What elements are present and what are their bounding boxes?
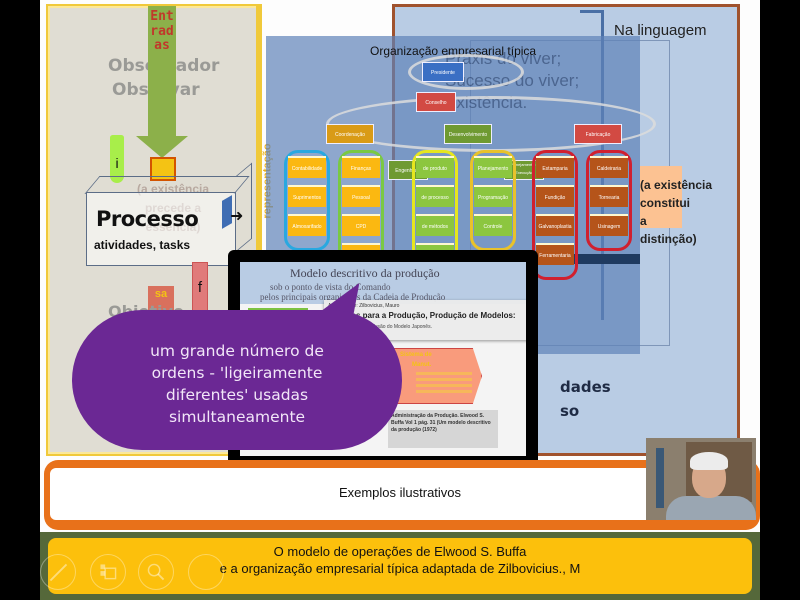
- org-column-box: Suprimentos: [288, 185, 326, 207]
- bubble-line: um grande número de: [150, 342, 324, 360]
- sticky-note: [640, 166, 682, 228]
- org-column-ring: [284, 150, 330, 251]
- org-column-box: Ferramentaria: [536, 243, 574, 265]
- citation-subtitle: Gênese, Lógica e Difusão do Modelo Japon…: [328, 324, 432, 330]
- buffa-arrow-lines: [416, 372, 472, 396]
- note-line: (a existência: [640, 178, 713, 192]
- pen-icon: [49, 563, 68, 582]
- text-line: [416, 372, 472, 375]
- org-column-ring: [586, 150, 632, 251]
- text-line: [416, 390, 472, 393]
- note-line: distinção): [640, 232, 697, 246]
- buffa-model-arrow: [390, 348, 482, 404]
- speech-bubble: [72, 310, 402, 450]
- org-column-box: Controle: [474, 214, 512, 236]
- buffa-arrow-title: Sistema de: [400, 352, 432, 358]
- embedded-ghost-title: Modelo descritivo da produção: [290, 266, 440, 280]
- feedback-tag-f: f: [192, 262, 208, 314]
- org-box-presidente: Presidente: [422, 62, 464, 82]
- presenter-webcam: [646, 438, 756, 520]
- org-column-box: Planejamento: [474, 156, 512, 178]
- org-column-box: de produto: [416, 156, 454, 178]
- entradas-arrow: [148, 6, 176, 138]
- ellipsis-icon: [189, 555, 223, 589]
- org-box-conselho: Conselho: [416, 92, 456, 112]
- org-box-desenvolvimento: Desenvolvimento: [444, 124, 492, 144]
- presidente-ellipse: [408, 54, 524, 90]
- examples-banner-inner: [50, 468, 750, 520]
- footer-title-line2: e a organização empresarial típica adapt…: [219, 561, 581, 576]
- process-title: Processo: [96, 207, 199, 231]
- org-column-box: Finanças: [342, 156, 380, 178]
- representation-strip: [256, 4, 260, 456]
- org-column-box: Caldeiraria: [590, 156, 628, 178]
- grid-icon: [100, 564, 117, 580]
- input-tag-i: i: [110, 135, 124, 183]
- entradas-arrow-head: [136, 136, 188, 158]
- org-column-box: Usinagem: [590, 214, 628, 236]
- embedded-header-bar: [240, 262, 526, 304]
- note-line: constitui: [640, 196, 690, 210]
- slides-overview-button[interactable]: [90, 554, 126, 590]
- org-column-box: Almoxarifado: [288, 214, 326, 236]
- sticky-note-text: (a existência constitui a distinção): [640, 176, 712, 248]
- footer-title-line1: O modelo de operações de Elwood S. Buffa: [273, 544, 527, 559]
- org-column-ring: [470, 150, 516, 251]
- webcam-presenter-hair: [690, 452, 728, 470]
- org-column-ring: [532, 150, 578, 280]
- citation-adapted: Adaptado de: Zilbovicius, Mauro: [328, 303, 400, 309]
- embedded-ghost-sub2: pelos principais organismos da Cadeia de…: [260, 292, 446, 302]
- org-column-box: CPD: [342, 214, 380, 236]
- ghost-text-dades: dades: [560, 378, 611, 396]
- speech-bubble-text: um grande número de ordens - 'ligeiramen…: [72, 340, 402, 428]
- org-column-box: Galvanoplastia: [536, 214, 574, 236]
- more-options-button[interactable]: [188, 554, 224, 590]
- org-box-fabricacao: Fabricação: [574, 124, 622, 144]
- webcam-presenter-body: [666, 496, 756, 520]
- buffa-caption: Administração da Produção. Elwood S. Buf…: [388, 410, 498, 448]
- text-line: [416, 378, 472, 381]
- org-column-box: de processo: [416, 185, 454, 207]
- ghost-text-so: so: [560, 402, 580, 420]
- bubble-line: ordens - 'ligeiramente: [151, 364, 323, 382]
- pen-tool-button[interactable]: [40, 554, 76, 590]
- entradas-label: Entradas: [150, 9, 174, 53]
- bubble-line: diferentes' usadas: [165, 386, 309, 404]
- org-column-box: Tornearia: [590, 185, 628, 207]
- examples-label: Exemplos ilustrativos: [338, 485, 462, 500]
- process-box: [86, 192, 236, 266]
- note-line: a: [640, 214, 647, 228]
- cube-icon: [150, 157, 176, 181]
- presentation-slide: Observador Observar Entradas i (a existê…: [40, 0, 760, 600]
- webcam-background-object: [656, 448, 664, 508]
- buffa-arrow-subtitle: Manut.: [412, 362, 432, 368]
- text-line: [416, 384, 472, 387]
- org-column-box: Programação: [474, 185, 512, 207]
- org-column-box: Estamparia: [536, 156, 574, 178]
- citation-title: Modelos para a Produção, Produção de Mod…: [328, 311, 516, 320]
- org-box-coordenacao: Coordenação: [326, 124, 374, 144]
- embedded-ghost-sub1: sob o ponto de vista do Comando: [270, 282, 391, 292]
- magnifier-icon: [147, 563, 165, 581]
- process-subtitle: atividades, tasks: [94, 238, 191, 252]
- arrow-right-icon: ➜: [230, 208, 244, 225]
- language-title: Na linguagem: [614, 22, 707, 39]
- org-column-box: Pessoal: [342, 185, 380, 207]
- org-column-box: Contabilidade: [288, 156, 326, 178]
- zoom-button[interactable]: [138, 554, 174, 590]
- bubble-line: simultaneamente: [168, 408, 306, 426]
- org-column-box: Fundição: [536, 185, 574, 207]
- org-column-box: de métodos: [416, 214, 454, 236]
- org-chart-title: Organização empresarial típica: [370, 44, 537, 58]
